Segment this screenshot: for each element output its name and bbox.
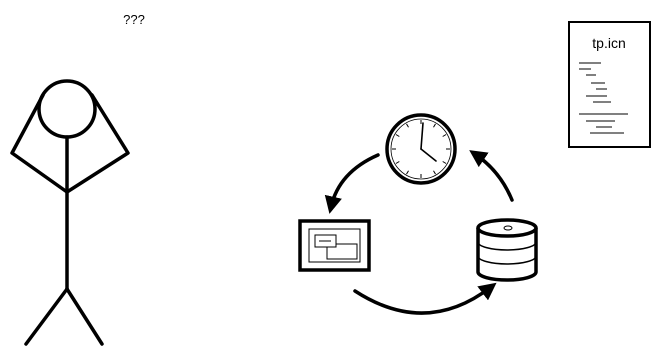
clock-hour-hand (420, 148, 437, 162)
document-text-lines (579, 62, 628, 134)
stick-figure-head (37, 79, 97, 139)
arrow-database-to-clock (469, 150, 514, 202)
stick-figure-right-arm (65, 93, 130, 194)
clock-icon (385, 113, 457, 185)
window-icon (298, 219, 371, 272)
stick-figure (10, 79, 130, 346)
document-page (568, 21, 651, 148)
clock-ticks (392, 120, 450, 178)
document-icon: tp.icn (568, 21, 651, 148)
cycle-arrows (324, 150, 514, 315)
stick-figure-left-arm (10, 93, 69, 194)
clock-minute-hand (420, 122, 424, 150)
arrow-window-to-database (353, 282, 497, 315)
arrow-clock-to-window (324, 153, 380, 214)
stick-figure-left-leg (24, 287, 69, 346)
thought-text: ??? (123, 12, 145, 27)
database-icon (476, 218, 538, 282)
stick-figure-right-leg (65, 287, 104, 346)
document-title: tp.icn (592, 35, 625, 51)
